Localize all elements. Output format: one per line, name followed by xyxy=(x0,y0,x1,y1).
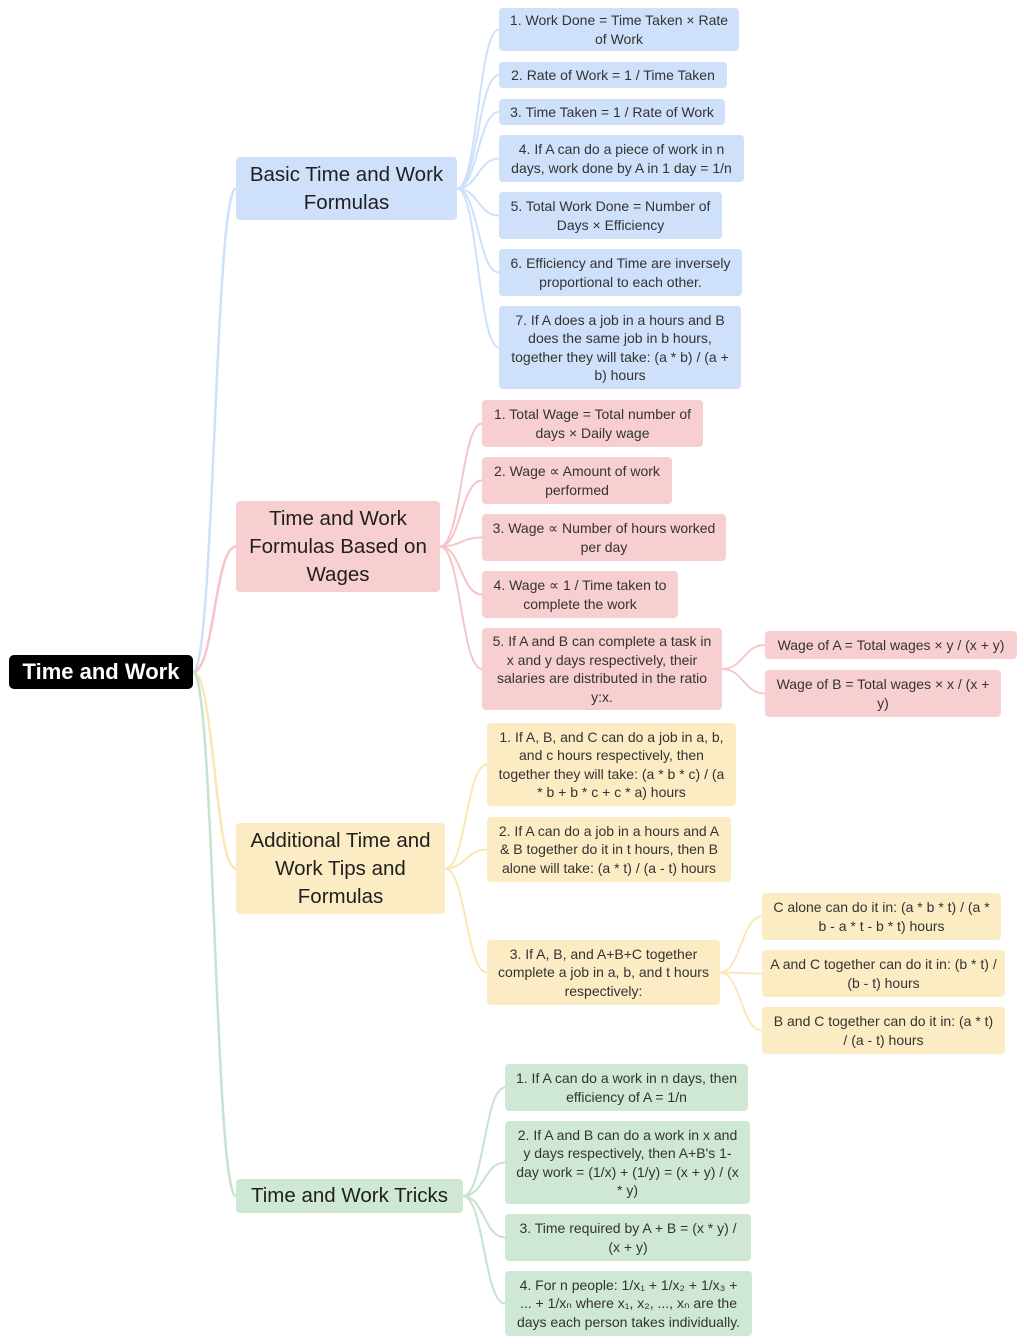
leaf-tips-2[interactable]: 2. If A can do a job in a hours and A & … xyxy=(487,817,731,882)
connector-leaf-basic-7 xyxy=(456,187,500,349)
connector-leaf-tricks-1 xyxy=(462,1086,506,1197)
connector-leaf-tricks-2 xyxy=(462,1161,506,1197)
leaf-wage-of-a[interactable]: Wage of A = Total wages × y / (x + y) xyxy=(765,631,1017,659)
leaf-basic-5[interactable]: 5. Total Work Done = Number of Days × Ef… xyxy=(499,192,722,239)
connector-leaf-tips-3 xyxy=(444,867,488,974)
leaf-tricks-2[interactable]: 2. If A and B can do a work in x and y d… xyxy=(505,1121,750,1204)
connector-leaf-tricks-3 xyxy=(462,1195,506,1239)
connector-branch-tricks xyxy=(191,670,238,1198)
leaf-basic-3[interactable]: 3. Time Taken = 1 / Rate of Work xyxy=(499,99,725,125)
branch-wages-formulas[interactable]: Time and Work Formulas Based on Wages xyxy=(236,501,440,592)
leaf-wages-5[interactable]: 5. If A and B can complete a task in x a… xyxy=(482,628,722,710)
branch-additional-tips[interactable]: Additional Time and Work Tips and Formul… xyxy=(236,823,445,914)
branch-basic-formulas[interactable]: Basic Time and Work Formulas xyxy=(236,157,457,220)
leaf-basic-6[interactable]: 6. Efficiency and Time are inversely pro… xyxy=(499,249,742,296)
connector-leaf-wages-5 xyxy=(439,545,483,670)
leaf-wage-of-b[interactable]: Wage of B = Total wages × x / (x + y) xyxy=(765,670,1001,717)
leaf-tricks-3[interactable]: 3. Time required by A + B = (x * y) / (x… xyxy=(505,1214,751,1261)
connector-leaf-basic-2 xyxy=(456,74,500,190)
leaf-tricks-1[interactable]: 1. If A can do a work in n days, then ef… xyxy=(505,1064,748,1111)
leaf-tips-1[interactable]: 1. If A, B, and C can do a job in a, b, … xyxy=(487,723,736,806)
connector-leaf-tricks-4 xyxy=(462,1195,506,1305)
connector-leaf-basic-6 xyxy=(456,187,500,274)
connector-leaf-basic-4 xyxy=(456,157,500,190)
connector-leaf-wages-1 xyxy=(439,422,483,548)
leaf-wages-3[interactable]: 3. Wage ∝ Number of hours worked per day xyxy=(482,514,726,561)
leaf-basic-2[interactable]: 2. Rate of Work = 1 / Time Taken xyxy=(499,62,727,88)
connector-branch-basic-formulas xyxy=(191,187,238,674)
leaf-tricks-4[interactable]: 4. For n people: 1/x₁ + 1/x₂ + 1/x₃ + ..… xyxy=(505,1271,752,1336)
leaf-basic-4[interactable]: 4. If A can do a piece of work in n days… xyxy=(499,135,744,182)
connector-leaf-wage-of-a xyxy=(721,644,766,670)
leaf-a-and-c[interactable]: A and C together can do it in: (b * t) /… xyxy=(762,950,1005,997)
leaf-tips-3[interactable]: 3. If A, B, and A+B+C together complete … xyxy=(487,940,720,1005)
connector-leaf-wages-2 xyxy=(439,479,483,548)
leaf-wages-2[interactable]: 2. Wage ∝ Amount of work performed xyxy=(482,457,672,504)
connector-leaf-basic-1 xyxy=(456,28,500,190)
connector-leaf-wages-4 xyxy=(439,545,483,596)
leaf-basic-1[interactable]: 1. Work Done = Time Taken × Rate of Work xyxy=(499,8,739,51)
connector-leaf-a-and-c xyxy=(719,971,763,975)
connector-leaf-tips-2 xyxy=(444,848,488,870)
connector-branch-additional-tips xyxy=(191,670,238,870)
connector-leaf-basic-3 xyxy=(456,111,500,190)
root-node[interactable]: Time and Work xyxy=(9,655,193,689)
connector-leaf-b-and-c xyxy=(719,971,763,1032)
connector-leaf-tips-1 xyxy=(444,763,488,870)
branch-tricks[interactable]: Time and Work Tricks xyxy=(236,1179,463,1213)
leaf-c-alone[interactable]: C alone can do it in: (a * b * t) / (a *… xyxy=(762,893,1001,940)
leaf-basic-7[interactable]: 7. If A does a job in a hours and B does… xyxy=(499,306,741,389)
connector-branch-wages-formulas xyxy=(191,545,238,674)
connector-leaf-wages-3 xyxy=(439,536,483,548)
leaf-b-and-c[interactable]: B and C together can do it in: (a * t) /… xyxy=(762,1007,1005,1054)
connector-leaf-c-alone xyxy=(719,915,763,974)
leaf-wages-1[interactable]: 1. Total Wage = Total number of days × D… xyxy=(482,400,703,447)
connector-leaf-wage-of-b xyxy=(721,668,766,695)
leaf-wages-4[interactable]: 4. Wage ∝ 1 / Time taken to complete the… xyxy=(482,571,678,618)
